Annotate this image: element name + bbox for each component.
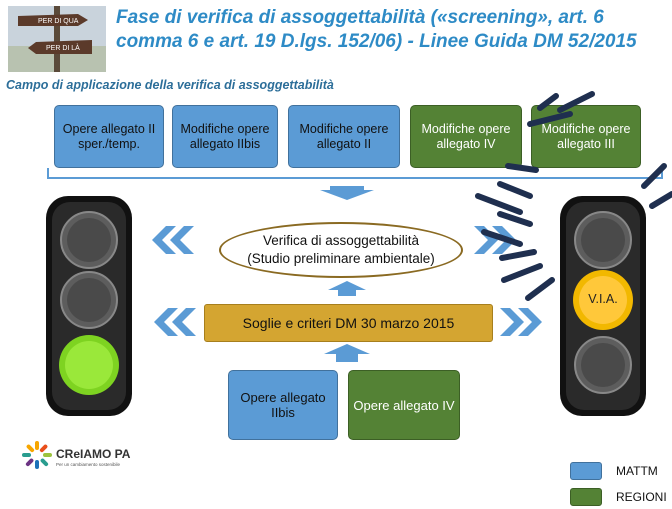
logo-tagline: Per un cambiamento sostenibile — [56, 462, 121, 467]
via-label: V.I.A. — [588, 292, 618, 306]
chevrons-right-2 — [500, 308, 542, 336]
logo-mark-icon — [22, 441, 52, 469]
legend-label-regioni: REGIONI — [616, 490, 667, 504]
sign-text-1: PER DI QUA — [38, 18, 79, 25]
verifica-line-2: (Studio preliminare ambientale) — [247, 251, 435, 266]
box-opere-allegato-iv: Opere allegato IV — [348, 370, 460, 440]
verifica-oval: Verifica di assoggettabilità (Studio pre… — [219, 222, 463, 278]
grouping-brace — [47, 168, 663, 179]
arrow-up-2 — [324, 344, 370, 362]
section-subtitle: Campo di applicazione della verifica di … — [6, 78, 334, 92]
chevrons-left-2 — [154, 308, 196, 336]
box-opere-allegato-ii: Opere allegato II sper./temp. — [54, 105, 164, 168]
box-opere-allegato-iibis: Opere allegato IIbis — [228, 370, 338, 440]
title-line-2: comma 6 e art. 19 D.lgs. 152/06) - Linee… — [116, 31, 637, 52]
chevrons-left-1 — [152, 226, 194, 254]
soglie-box: Soglie e criteri DM 30 marzo 2015 — [204, 304, 493, 342]
legend-label-mattm: MATTM — [616, 464, 658, 478]
traffic-light-left — [46, 196, 132, 416]
title-line-1: Fase di verifica di assoggettabilità («s… — [116, 7, 604, 28]
page-title: Fase di verifica di assoggettabilità («s… — [116, 6, 672, 54]
logo-name: CReIAMO PA — [56, 447, 131, 461]
signpost-image: PER DI QUA PER DI LÀ — [8, 6, 106, 72]
legend-swatch-regioni — [570, 488, 602, 506]
legend-swatch-mattm — [570, 462, 602, 480]
arrow-up-1 — [328, 281, 366, 296]
attention-burst — [475, 91, 672, 301]
sign-text-2: PER DI LÀ — [46, 43, 80, 52]
arrow-down-1 — [320, 186, 374, 200]
box-modifiche-allegato-ii: Modifiche opere allegato II — [288, 105, 400, 168]
box-modifiche-allegato-iv: Modifiche opere allegato IV — [410, 105, 522, 168]
box-modifiche-allegato-iibis: Modifiche opere allegato IIbis — [172, 105, 278, 168]
creiamo-pa-logo: CReIAMO PA Per un cambiamento sostenibil… — [22, 440, 142, 476]
box-modifiche-allegato-iii: Modifiche opere allegato III — [531, 105, 641, 168]
verifica-line-1: Verifica di assoggettabilità — [262, 233, 420, 248]
traffic-light-right — [560, 196, 646, 416]
